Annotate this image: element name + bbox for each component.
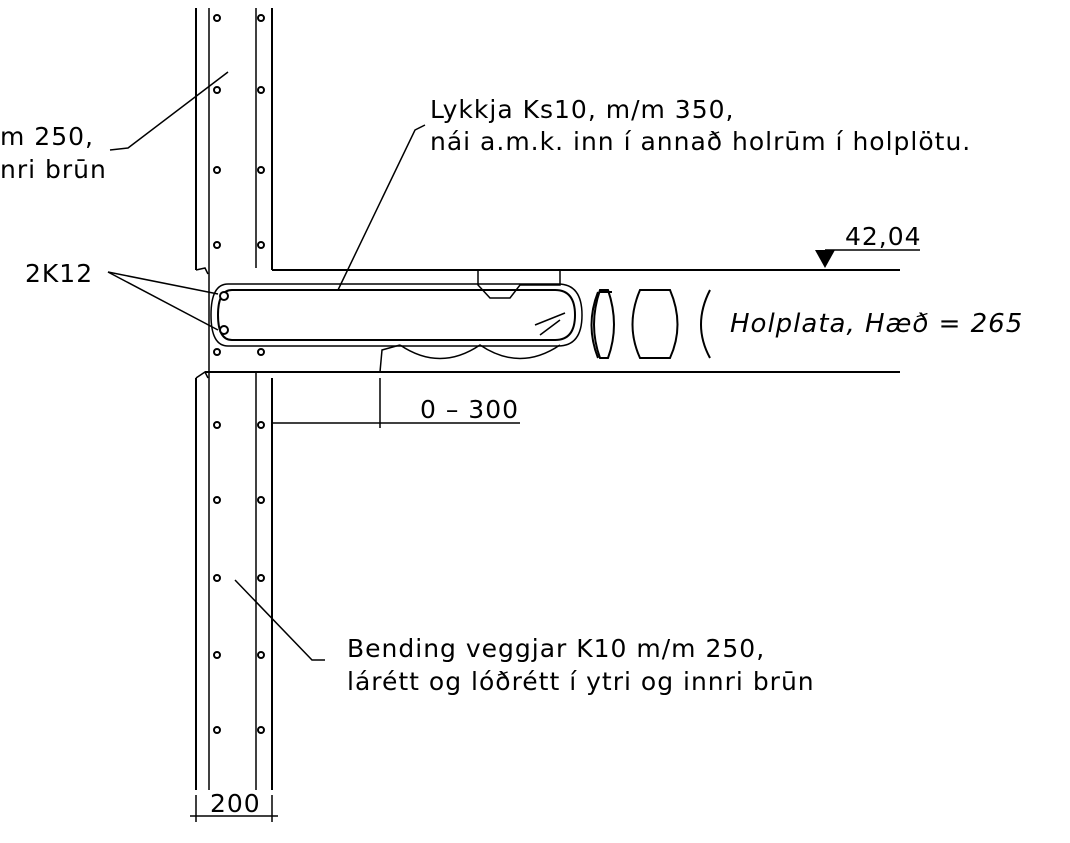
loop-note-line2: nái a.m.k. inn í annað holrūm í holplötu… <box>430 127 971 156</box>
left-note-line2: nri brūn <box>0 155 107 184</box>
slab-label: Holplata, Hæð = 265 <box>730 309 1023 339</box>
bearing-dimension: 0 – 300 <box>420 395 519 424</box>
wall <box>195 8 273 790</box>
wall-rebar-note-line2: lárétt og lóðrétt í ytri og innri brūn <box>347 667 815 696</box>
dimension-lines <box>190 378 520 822</box>
left-note-line1: m 250, <box>0 122 94 151</box>
leader-lines <box>107 71 426 661</box>
hollow-core-slab <box>205 269 900 373</box>
wall-rebar-note-line1: Bending veggjar K10 m/m 250, <box>347 634 765 663</box>
wall-width-dimension: 200 <box>210 789 261 818</box>
level-value: 42,04 <box>845 222 922 251</box>
loop-note-line1: Lykkja Ks10, m/m 350, <box>430 95 734 124</box>
level-marker <box>815 249 920 268</box>
wall-rebar-dots <box>213 14 265 734</box>
loop-rebar <box>210 283 583 347</box>
bars-label: 2K12 <box>25 259 93 288</box>
